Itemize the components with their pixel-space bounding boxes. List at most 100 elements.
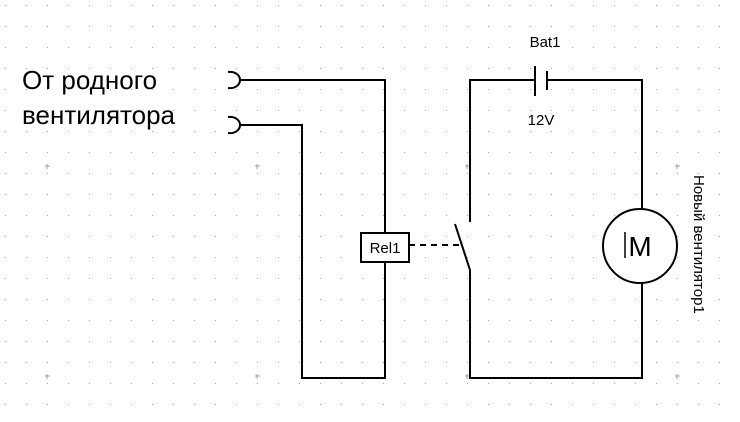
- grid-dot: [5, 278, 6, 279]
- grid-dot: [614, 110, 615, 111]
- grid-dot: [362, 341, 363, 342]
- grid-dot: [446, 26, 447, 27]
- grid-dot: [68, 47, 69, 48]
- grid-dot: [341, 152, 342, 153]
- grid-dot: [299, 5, 300, 6]
- grid-dot: [362, 89, 363, 90]
- grid-dot: [593, 257, 594, 258]
- grid-dot: [635, 299, 636, 300]
- grid-dot: [236, 47, 237, 48]
- grid-dot: [299, 68, 300, 69]
- grid-dot: [383, 299, 384, 300]
- grid-dot: [173, 110, 174, 111]
- grid-dot: [257, 5, 258, 6]
- grid-dot: [530, 152, 531, 153]
- grid-dot: [110, 173, 111, 174]
- grid-dot: [446, 320, 447, 321]
- grid-dot: [446, 5, 447, 6]
- grid-dot: [383, 194, 384, 195]
- grid-dot: [719, 320, 720, 321]
- grid-dot: [5, 215, 6, 216]
- grid-dot: [26, 5, 27, 6]
- grid-dot: [467, 383, 468, 384]
- grid-dot: [551, 152, 552, 153]
- grid-dot: [509, 110, 510, 111]
- grid-dot: [509, 383, 510, 384]
- grid-dot: [467, 47, 468, 48]
- grid-dot: [383, 320, 384, 321]
- grid-dot: [110, 278, 111, 279]
- grid-dot: [257, 215, 258, 216]
- grid-dot: [425, 47, 426, 48]
- grid-dot: [467, 257, 468, 258]
- grid-dot: [194, 152, 195, 153]
- grid-dot: [446, 341, 447, 342]
- grid-dot: [278, 341, 279, 342]
- grid-dot: [26, 173, 27, 174]
- grid-dot: [152, 89, 153, 90]
- grid-dot: [404, 68, 405, 69]
- grid-dot: [488, 404, 489, 405]
- grid-dot: [488, 110, 489, 111]
- grid-dot: [278, 362, 279, 363]
- grid-dot: [488, 257, 489, 258]
- grid-dot: [152, 341, 153, 342]
- grid-dot: [698, 131, 699, 132]
- relay-contact-blade: [454, 223, 471, 271]
- grid-dot: [110, 236, 111, 237]
- grid-dot: [383, 278, 384, 279]
- grid-dot: [278, 278, 279, 279]
- grid-dot: [173, 5, 174, 6]
- grid-dot: [551, 5, 552, 6]
- grid-dot: [551, 257, 552, 258]
- grid-dot: [173, 404, 174, 405]
- grid-dot: [593, 278, 594, 279]
- grid-dot: [131, 173, 132, 174]
- grid-dot: [341, 173, 342, 174]
- grid-dot: [656, 173, 657, 174]
- grid-dot: [173, 278, 174, 279]
- grid-dot: [278, 383, 279, 384]
- grid-dot: [110, 26, 111, 27]
- grid-dot: [89, 110, 90, 111]
- grid-dot: [26, 362, 27, 363]
- grid-dot: [131, 68, 132, 69]
- grid-dot: [278, 320, 279, 321]
- grid-dot: [26, 383, 27, 384]
- grid-dot: [383, 47, 384, 48]
- grid-dot: [383, 173, 384, 174]
- grid-dot: [215, 194, 216, 195]
- grid-cross: [255, 164, 260, 169]
- grid-dot: [131, 278, 132, 279]
- grid-dot: [530, 236, 531, 237]
- grid-dot: [26, 194, 27, 195]
- grid-dot: [110, 383, 111, 384]
- grid-dot: [89, 131, 90, 132]
- grid-dot: [572, 236, 573, 237]
- grid-dot: [530, 68, 531, 69]
- grid-dot: [572, 299, 573, 300]
- grid-dot: [131, 89, 132, 90]
- grid-dot: [677, 26, 678, 27]
- grid-dot: [47, 257, 48, 258]
- grid-dot: [215, 278, 216, 279]
- grid-dot: [551, 320, 552, 321]
- grid-dot: [299, 215, 300, 216]
- grid-dot: [362, 26, 363, 27]
- background-grid: [5, 5, 720, 405]
- grid-dot: [47, 152, 48, 153]
- grid-dot: [5, 89, 6, 90]
- grid-dot: [488, 5, 489, 6]
- grid-dot: [152, 236, 153, 237]
- grid-dot: [131, 362, 132, 363]
- grid-dot: [425, 383, 426, 384]
- grid-dot: [278, 404, 279, 405]
- grid-dot: [488, 320, 489, 321]
- grid-dot: [47, 5, 48, 6]
- grid-dot: [257, 362, 258, 363]
- grid-dot: [47, 341, 48, 342]
- grid-dot: [593, 383, 594, 384]
- grid-dot: [593, 236, 594, 237]
- grid-dot: [467, 5, 468, 6]
- grid-dot: [677, 173, 678, 174]
